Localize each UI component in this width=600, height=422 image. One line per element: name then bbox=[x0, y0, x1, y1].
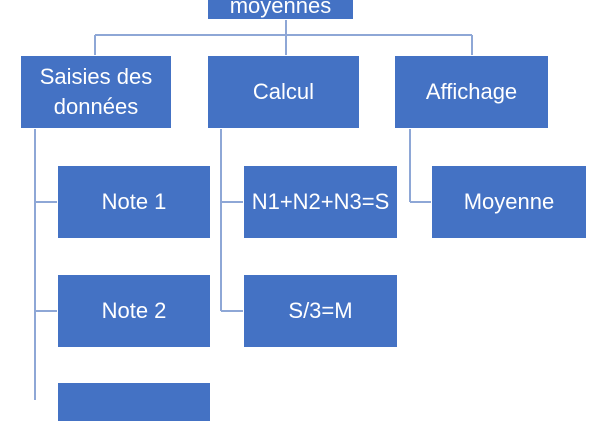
node-note-1-label: Note 1 bbox=[101, 189, 167, 214]
branch-calcul-label: Calcul bbox=[252, 79, 315, 104]
node-note-3 bbox=[57, 382, 211, 422]
root-node: moyennes bbox=[207, 0, 354, 20]
branch-saisies: Saisies des données bbox=[20, 55, 172, 129]
node-mean-formula: S/3=M bbox=[243, 274, 398, 348]
node-sum-formula-label: N1+N2+N3=S bbox=[251, 189, 390, 214]
branch-calcul: Calcul bbox=[207, 55, 360, 129]
branch-affichage-label: Affichage bbox=[425, 79, 518, 104]
node-moyenne-label: Moyenne bbox=[463, 189, 555, 214]
node-note-2: Note 2 bbox=[57, 274, 211, 348]
branch-affichage: Affichage bbox=[394, 55, 549, 129]
node-moyenne: Moyenne bbox=[431, 165, 587, 239]
connector-lines bbox=[34, 18, 473, 400]
branch-saisies-label-line-2: données bbox=[53, 94, 139, 119]
node-note-2-label: Note 2 bbox=[101, 298, 167, 323]
node-note-1: Note 1 bbox=[57, 165, 211, 239]
branch-saisies-label-line-1: Saisies des bbox=[39, 64, 153, 89]
hierarchy-diagram: moyennes Saisies des données Calcul Affi… bbox=[20, 0, 587, 422]
node-sum-formula: N1+N2+N3=S bbox=[243, 165, 398, 239]
root-node-label: moyennes bbox=[229, 0, 332, 18]
node-mean-formula-label: S/3=M bbox=[288, 298, 353, 323]
